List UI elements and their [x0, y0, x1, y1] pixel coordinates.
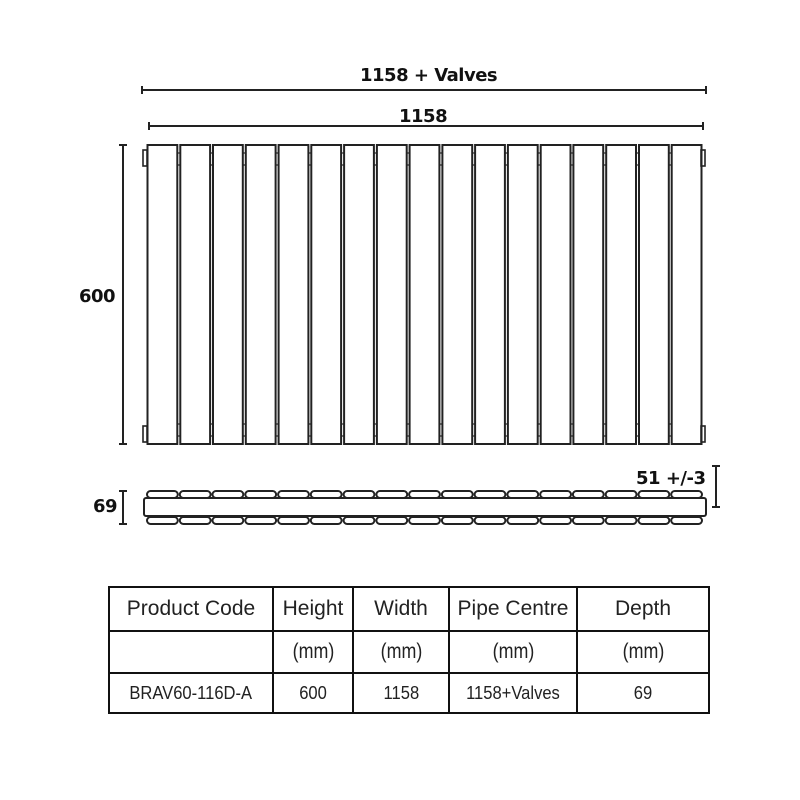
panel-profile — [440, 516, 474, 525]
radiator-panel — [474, 144, 506, 445]
panel-profile — [604, 490, 638, 499]
header-depth: Depth — [576, 586, 710, 632]
panel-profile — [408, 516, 441, 525]
panel-profile — [571, 516, 605, 525]
spec-table: Product Code Height Width Pipe Centre De… — [108, 586, 710, 714]
radiator-panel — [572, 144, 605, 445]
cell-depth: 69 — [576, 672, 710, 714]
panel-profile — [375, 516, 409, 525]
panel-profile — [539, 516, 573, 525]
unit-depth: (mm) — [576, 630, 710, 674]
panel-profile — [342, 516, 376, 525]
radiator-panel — [146, 144, 179, 445]
radiator-panel — [441, 144, 474, 445]
depth-label: 69 — [93, 496, 118, 517]
panel-profile — [244, 490, 278, 499]
panel-profile — [342, 490, 376, 499]
panel-profile — [178, 490, 212, 499]
radiator-panel — [212, 144, 244, 445]
overall-width-label: 1158 + Valves — [360, 65, 498, 86]
panel-profile — [277, 516, 310, 525]
panel-profile — [277, 490, 310, 499]
panel-profile — [146, 490, 179, 499]
cell-pipe-centre: 1158+Valves — [448, 672, 578, 714]
panel-profile — [473, 516, 507, 525]
panel-profile — [146, 516, 179, 525]
front-view-panels — [146, 144, 703, 445]
panel-profile — [211, 516, 245, 525]
header-height: Height — [272, 586, 354, 632]
unit-height: (mm) — [272, 630, 354, 674]
table-row: BRAV60-116D-A 600 1158 1158+Valves 69 — [108, 672, 710, 714]
panel-profile — [473, 490, 507, 499]
radiator-panel — [179, 144, 212, 445]
radiator-panel — [506, 144, 539, 445]
panel-profile — [670, 516, 704, 525]
radiator-drawing — [119, 86, 720, 525]
width-dimension-line — [148, 122, 704, 130]
panel-profile — [211, 490, 245, 499]
panel-profile — [309, 490, 343, 499]
radiator-panel — [375, 144, 408, 445]
panel-profile — [571, 490, 605, 499]
overall-width-dimension-line — [141, 86, 707, 94]
panel-profile — [375, 490, 409, 499]
radiator-panel — [605, 144, 638, 445]
unit-pipe-centre: (mm) — [448, 630, 578, 674]
depth-dimension-line — [119, 490, 127, 525]
panel-profile — [670, 490, 704, 499]
radiator-panel — [638, 144, 670, 445]
width-label: 1158 — [399, 106, 448, 127]
unit-width: (mm) — [352, 630, 450, 674]
panel-profile — [637, 516, 671, 525]
panel-profile — [506, 490, 540, 499]
radiator-panel — [670, 144, 703, 445]
radiator-panel — [343, 144, 375, 445]
panel-profile — [309, 516, 343, 525]
height-label: 600 — [79, 286, 116, 307]
panel-profile — [506, 516, 540, 525]
radiator-panel — [408, 144, 441, 445]
radiator-panel — [310, 144, 343, 445]
header-pipe-centre: Pipe Centre — [448, 586, 578, 632]
pipe-depth-label: 51 +/-3 — [636, 468, 706, 489]
panel-profile — [440, 490, 474, 499]
radiator-panel — [277, 144, 310, 445]
side-view — [143, 490, 707, 525]
header-product-code: Product Code — [108, 586, 274, 632]
panel-profile — [244, 516, 278, 525]
table-units-row: (mm) (mm) (mm) (mm) — [108, 630, 710, 674]
table-header-row: Product Code Height Width Pipe Centre De… — [108, 586, 710, 632]
panel-profile — [604, 516, 638, 525]
header-width: Width — [352, 586, 450, 632]
cell-product-code: BRAV60-116D-A — [108, 672, 274, 714]
panel-profile — [539, 490, 573, 499]
cell-height: 600 — [272, 672, 354, 714]
cell-width: 1158 — [352, 672, 450, 714]
panel-profile — [178, 516, 212, 525]
panel-profile — [637, 490, 671, 499]
unit-product-code — [108, 630, 274, 674]
radiator-panel — [539, 144, 572, 445]
radiator-panel — [244, 144, 277, 445]
pipe-depth-dimension-line — [712, 465, 720, 508]
height-dimension-line — [119, 144, 127, 445]
panel-profile — [408, 490, 441, 499]
